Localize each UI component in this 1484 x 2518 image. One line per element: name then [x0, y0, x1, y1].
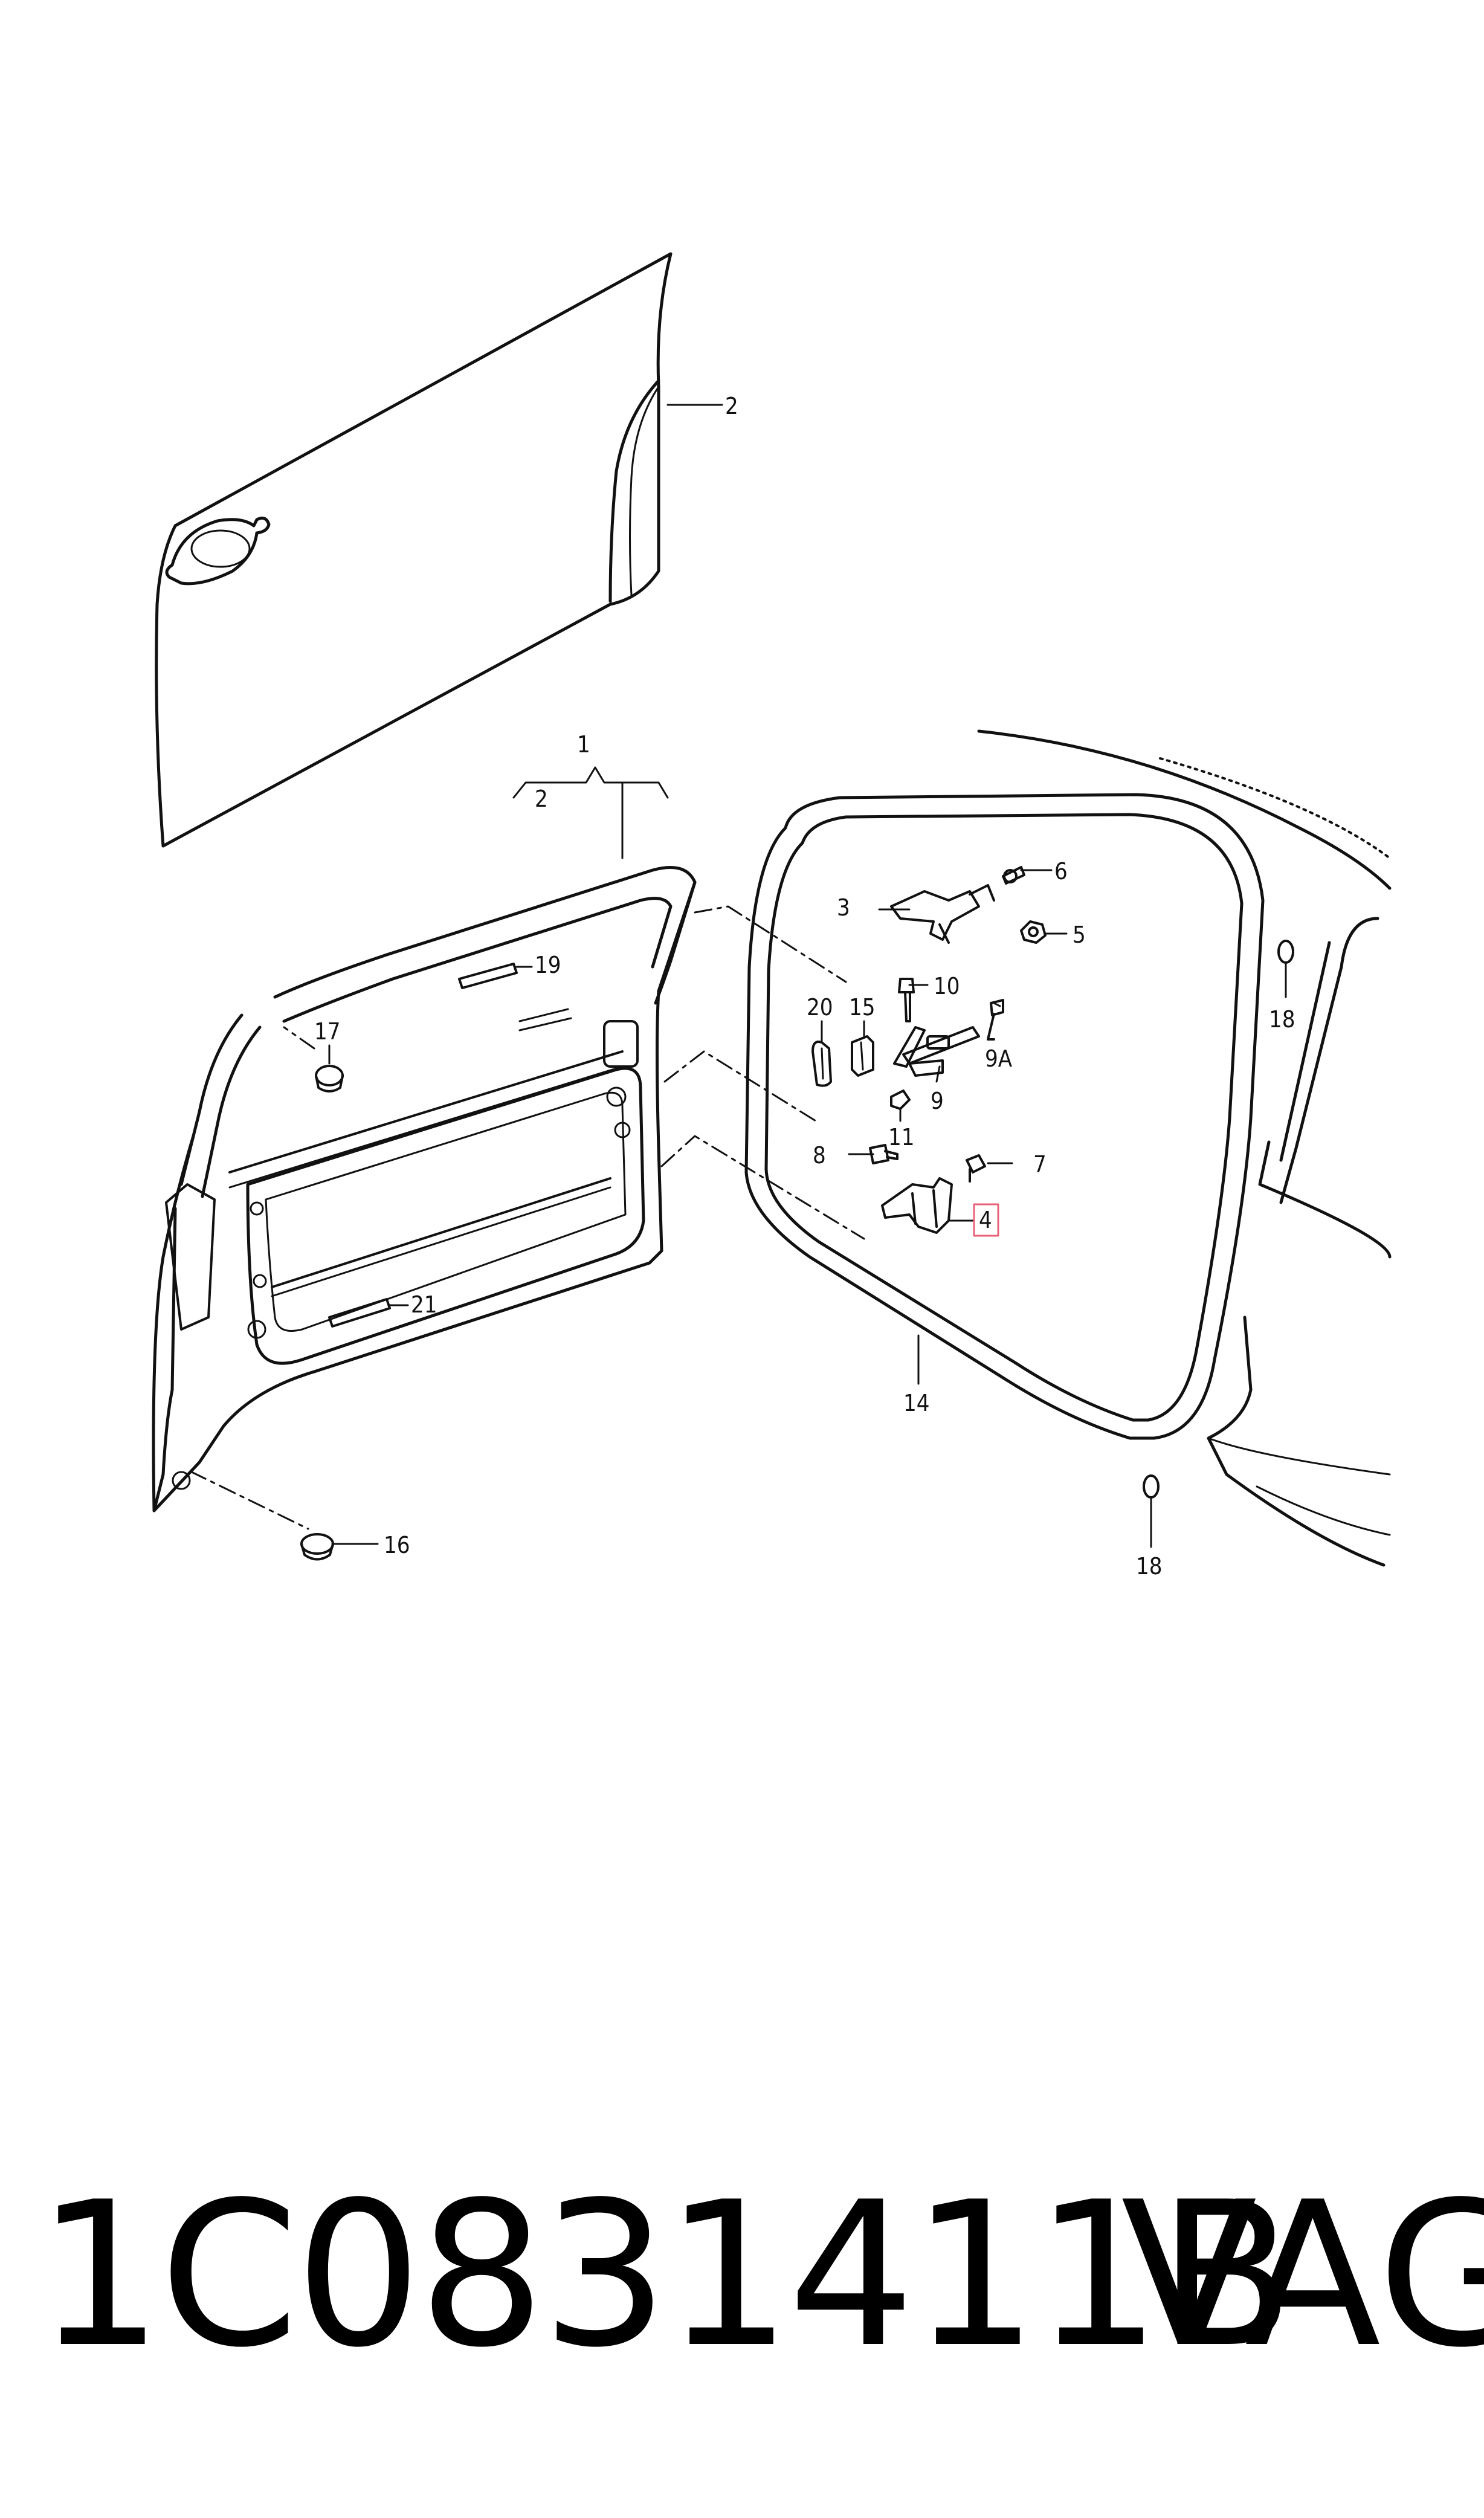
door-check-strap [893, 1026, 980, 1077]
fasteners [300, 866, 1294, 1561]
callout-17: 17 [314, 1018, 341, 1045]
callout-10: 10 [934, 973, 960, 999]
brand-name: VAG [1121, 2159, 1484, 2391]
callout-2-brace: 2 [535, 786, 548, 812]
callout-19: 19 [535, 952, 561, 978]
callout-8: 8 [813, 1142, 826, 1169]
bracket-15 [851, 1035, 874, 1077]
highlight-box [973, 1203, 999, 1237]
callout-2-top: 2 [725, 393, 738, 419]
lower-hinge [881, 1177, 953, 1234]
door-outer-skin [155, 252, 673, 848]
callout-labels: 2 1 2 3 6 5 10 20 15 9A 9 11 8 7 4 14 19… [314, 393, 1295, 1580]
callout-16: 16 [384, 1532, 410, 1558]
callout-5: 5 [1073, 922, 1086, 948]
leader-lines [328, 404, 1287, 1548]
door-seal [744, 793, 1265, 1440]
callout-18-lower: 18 [1136, 1553, 1163, 1580]
callout-6: 6 [1054, 858, 1068, 885]
callout-18-upper: 18 [1269, 1006, 1295, 1033]
callout-1: 1 [577, 731, 590, 758]
upper-hinge [890, 884, 995, 944]
callout-20: 20 [807, 994, 833, 1021]
callout-11: 11 [888, 1124, 915, 1151]
stickers [328, 963, 518, 1328]
callout-7: 7 [1033, 1151, 1047, 1178]
assembly-lines [189, 905, 865, 1530]
door-inner-frame [152, 866, 697, 1512]
callout-4: 4 [979, 1207, 992, 1233]
trim-piece-20 [811, 1041, 832, 1087]
callout-15: 15 [849, 994, 876, 1021]
callout-21: 21 [411, 1291, 437, 1318]
callout-14: 14 [903, 1390, 930, 1416]
callout-9: 9 [931, 1088, 944, 1114]
car-body-pillar [977, 729, 1392, 1567]
callout-3: 3 [837, 894, 850, 921]
callout-9a: 9A [985, 1045, 1013, 1072]
part-number: 1C0831411B [36, 2159, 1294, 2391]
